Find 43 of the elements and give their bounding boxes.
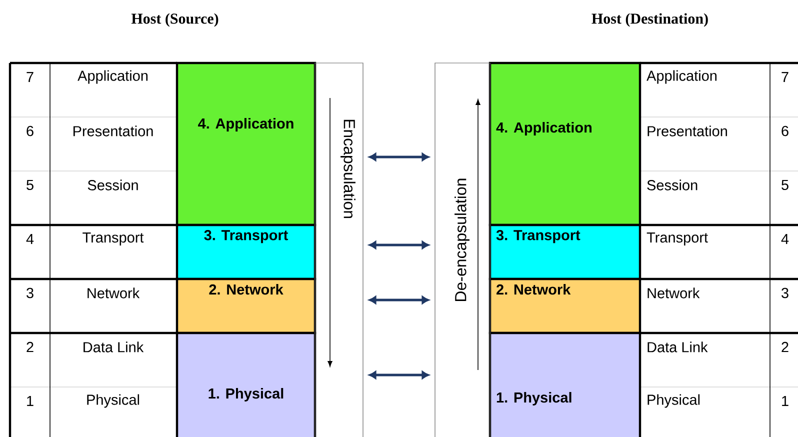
layer-box: 2. Network [176, 278, 316, 334]
layer-number: 4 [26, 234, 34, 244]
vertical-label: De-encapsulation [454, 178, 470, 301]
layer-name: Network [648, 288, 700, 298]
layer-name: Network [88, 288, 140, 298]
layer-box: 3. Transport [176, 224, 316, 280]
layer-number: 3 [26, 288, 34, 298]
layer-box: 4. Application [488, 62, 642, 226]
layer-number: 2 [782, 342, 788, 352]
layer-name: Session [88, 180, 138, 190]
double-arrow [369, 241, 430, 249]
layer-name: Session [647, 180, 698, 190]
layer-number: 3 [782, 288, 788, 298]
layer-name: Data Link [84, 342, 144, 352]
double-arrow [369, 153, 430, 161]
layer-box: 2. Network [488, 278, 642, 334]
layer-number: 5 [782, 180, 788, 190]
layer-number: 4 [781, 234, 789, 244]
layer-number: 7 [26, 72, 34, 82]
layer-number: 6 [782, 126, 788, 136]
heading: Host (Destination) [592, 13, 708, 27]
layer-box: 3. Transport [488, 224, 642, 280]
layer-number: 2 [26, 342, 34, 352]
layer-box: 1. Physical [176, 332, 316, 437]
layer-name: Transport [646, 232, 708, 246]
layer-name: Application [78, 70, 148, 84]
layer-number: 6 [26, 126, 34, 136]
layer-number: 1 [27, 396, 34, 406]
process-strip [434, 62, 490, 437]
double-arrow [369, 296, 430, 304]
heading: Host (Source) [131, 13, 218, 27]
double-arrow [369, 371, 430, 379]
layer-number: 7 [782, 72, 788, 82]
layer-number: 5 [26, 180, 34, 190]
vertical-label: Encapsulation [340, 120, 356, 218]
layer-name: Physical [87, 394, 140, 408]
layer-box: 1. Physical [488, 332, 642, 437]
layer-name: Transport [82, 232, 144, 246]
layer-name: Presentation [74, 126, 153, 136]
layer-name: Data Link [648, 342, 708, 352]
layer-number: 1 [782, 396, 788, 406]
layer-box: 4. Application [176, 62, 316, 226]
process-strip [314, 62, 364, 437]
